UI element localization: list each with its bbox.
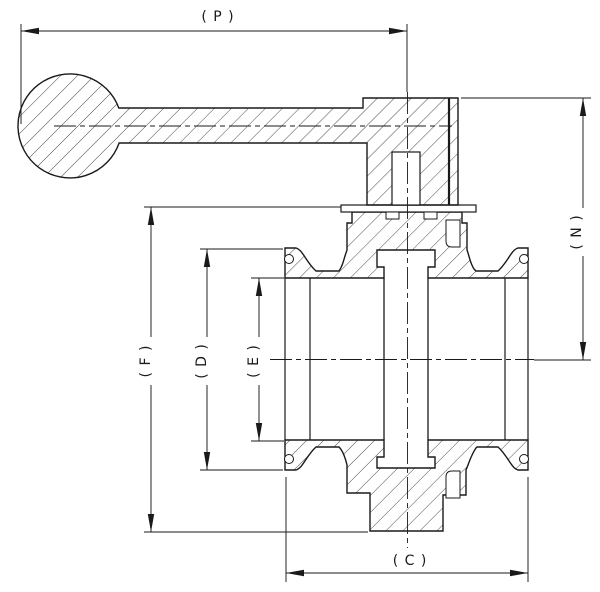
d-arrow-top (203, 249, 211, 267)
seat-clip-top-right (445, 219, 461, 248)
e-label: ( E ) (246, 344, 262, 378)
f-label: ( F ) (138, 345, 154, 378)
dimensions: ( P ) ( N ) ( F ) (20, 9, 591, 582)
body-top-section (284, 211, 529, 279)
d-arrow-bottom (203, 452, 211, 470)
stem-socket (391, 151, 421, 206)
c-arrow-right (510, 569, 528, 577)
dimension-F: ( F ) (136, 206, 368, 533)
dimension-P: ( P ) (20, 9, 408, 124)
handle-lever (17, 73, 459, 206)
c-arrow-left (286, 569, 304, 577)
valve-body (284, 211, 529, 532)
f-arrow-top (147, 207, 155, 225)
n-arrow-bottom (579, 342, 587, 360)
stem (383, 278, 429, 440)
n-label: ( N ) (569, 214, 585, 249)
centerlines (54, 92, 534, 548)
p-arrow-right (389, 27, 407, 35)
seat-clip-bottom-right (445, 470, 461, 499)
clamp-groove-bottom-left (284, 454, 294, 464)
e-arrow-bottom (255, 423, 263, 441)
p-arrow-left (21, 27, 39, 35)
dimension-N: ( N ) (461, 97, 591, 361)
e-arrow-top (255, 278, 263, 296)
f-arrow-bottom (147, 514, 155, 532)
e-label-mask (244, 337, 265, 385)
f-label-mask (136, 337, 157, 385)
dimension-E: ( E ) (244, 277, 284, 442)
clamp-groove-top-left (284, 254, 294, 264)
c-label: ( C ) (393, 553, 428, 569)
dimension-D: ( D ) (192, 248, 283, 471)
d-label-mask (192, 337, 213, 385)
d-label: ( D ) (194, 343, 210, 379)
body-bottom-section (284, 439, 529, 532)
n-label-mask (566, 208, 587, 256)
clamp-groove-top-right (519, 254, 529, 264)
n-arrow-top (579, 98, 587, 116)
handle-assembly (17, 73, 459, 206)
bonnet-tab-right (423, 211, 438, 220)
dimension-C: ( C ) (285, 477, 529, 582)
bonnet-tab-left (385, 211, 400, 220)
bonnet-plate (340, 204, 477, 213)
clamp-groove-bottom-right (519, 454, 529, 464)
p-label: ( P ) (201, 9, 234, 25)
